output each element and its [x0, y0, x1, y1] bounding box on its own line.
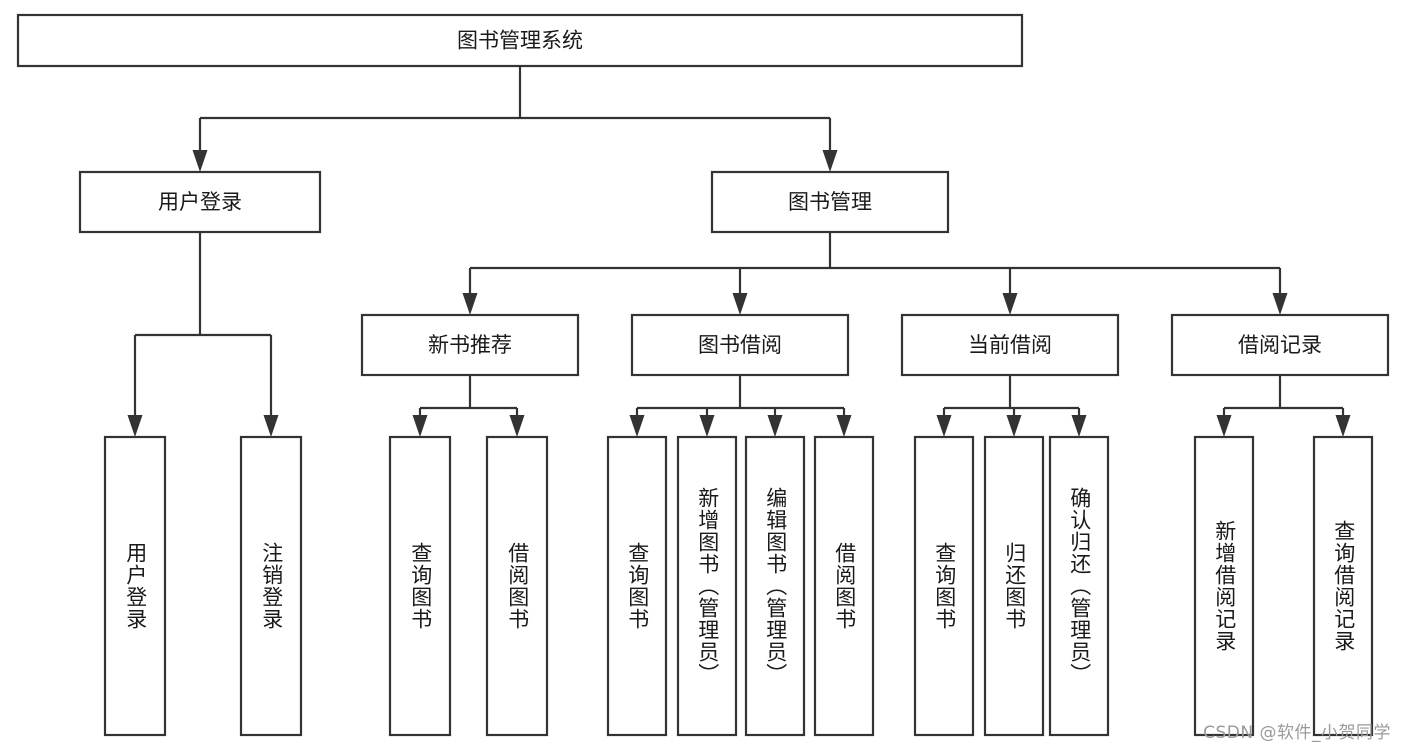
node-box-leaf8[interactable]: [813, 435, 875, 737]
node-box-borrow[interactable]: [630, 313, 850, 377]
node-box-login[interactable]: [78, 170, 322, 234]
node-box-leaf13[interactable]: [1312, 435, 1374, 737]
arrow-head-icon: [1216, 415, 1232, 437]
node-label-records: 借阅记录: [1238, 333, 1322, 357]
node-box-root[interactable]: [16, 13, 1024, 68]
node-box-layer: [16, 13, 1390, 737]
arrow-head-icon: [509, 415, 525, 437]
arrow-head-icon: [1006, 415, 1022, 437]
node-box-leaf12[interactable]: [1193, 435, 1255, 737]
node-box-leaf5[interactable]: [606, 435, 668, 737]
node-box-leaf9[interactable]: [913, 435, 975, 737]
arrow-head-icon: [629, 415, 645, 437]
arrow-head-icon: [127, 415, 143, 437]
node-box-bookmgmt[interactable]: [710, 170, 950, 234]
arrow-head-icon: [1002, 293, 1018, 315]
arrow-head-icon: [822, 150, 838, 172]
arrow-head-icon: [936, 415, 952, 437]
node-box-leaf6[interactable]: [676, 435, 738, 737]
node-label-current: 当前借阅: [968, 333, 1052, 357]
node-box-leaf7[interactable]: [744, 435, 806, 737]
node-label-login: 用户登录: [158, 190, 242, 214]
node-label-newbook: 新书推荐: [428, 333, 512, 357]
arrow-head-icon: [767, 415, 783, 437]
node-box-leaf10[interactable]: [983, 435, 1045, 737]
node-box-newbook[interactable]: [360, 313, 580, 377]
node-box-current[interactable]: [900, 313, 1120, 377]
arrow-head-icon: [412, 415, 428, 437]
arrow-head-icon: [1071, 415, 1087, 437]
arrow-head-icon: [699, 415, 715, 437]
node-box-leaf3[interactable]: [388, 435, 452, 737]
arrow-head-icon: [1335, 415, 1351, 437]
node-box-leaf4[interactable]: [485, 435, 549, 737]
arrow-head-icon: [732, 293, 748, 315]
connector-layer: [127, 66, 1351, 437]
arrow-head-icon: [1272, 293, 1288, 315]
node-box-leaf2[interactable]: [239, 435, 303, 737]
node-box-records[interactable]: [1170, 313, 1390, 377]
csdn-watermark: CSDN @软件_小贺同学: [1203, 723, 1391, 743]
node-label-borrow: 图书借阅: [698, 333, 782, 357]
node-box-leaf11[interactable]: [1048, 435, 1110, 737]
node-label-root: 图书管理系统: [457, 29, 583, 53]
arrow-head-icon: [836, 415, 852, 437]
node-box-leaf1[interactable]: [103, 435, 167, 737]
node-label-bookmgmt: 图书管理: [788, 190, 872, 214]
arrow-head-icon: [462, 293, 478, 315]
arrow-head-icon: [263, 415, 279, 437]
arrow-head-icon: [192, 150, 208, 172]
